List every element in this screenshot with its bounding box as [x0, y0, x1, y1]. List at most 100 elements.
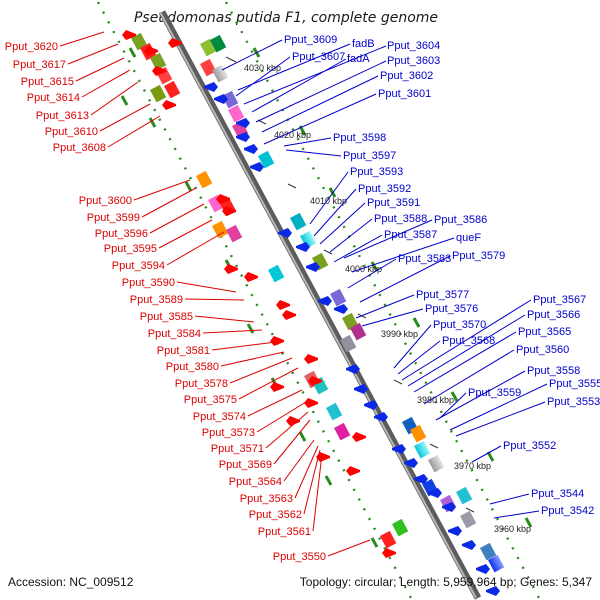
gene-label[interactable]: Pput_3564: [229, 476, 282, 488]
gene-label[interactable]: Pput_3580: [166, 361, 219, 373]
left-gene-labels: Pput_3620 Pput_3617 Pput_3615 Pput_3614 …: [5, 41, 326, 563]
gene-label[interactable]: Pput_3559: [468, 387, 521, 399]
gene-label[interactable]: Pput_3590: [122, 277, 175, 289]
forward-gene-arrow: [270, 336, 284, 346]
gene-label[interactable]: Pput_3610: [45, 126, 98, 138]
gene-label[interactable]: Pput_3588: [374, 213, 427, 225]
leader-line: [81, 69, 131, 98]
gene-label[interactable]: Pput_3608: [53, 142, 106, 154]
forward-gene-arrow: [216, 194, 230, 204]
gene-label[interactable]: Pput_3583: [398, 253, 451, 265]
gene-label[interactable]: Pput_3603: [387, 55, 440, 67]
feature-block: [334, 422, 351, 441]
gene-label[interactable]: Pput_3604: [387, 40, 440, 52]
gc-track: [96, 1, 414, 600]
gene-label[interactable]: Pput_3599: [87, 212, 140, 224]
gene-label[interactable]: Pput_3566: [527, 309, 580, 321]
gene-label[interactable]: Pput_3552: [503, 440, 556, 452]
feature-block: [228, 104, 245, 123]
gene-label[interactable]: Pput_3581: [157, 345, 210, 357]
scale-label: 4010 kbp: [310, 196, 347, 206]
forward-gene-arrow: [244, 272, 258, 282]
gene-label[interactable]: Pput_3561: [258, 526, 311, 538]
gene-label[interactable]: Pput_3560: [516, 344, 569, 356]
feature-block: [311, 252, 329, 271]
right-gene-labels: Pput_3609 fadB Pput_3604 Pput_3607 fadA …: [284, 34, 600, 517]
leader-line: [401, 299, 532, 381]
gene-label[interactable]: Pput_3558: [527, 365, 580, 377]
gene-label[interactable]: Pput_3589: [130, 294, 183, 306]
gene-label[interactable]: Pput_3587: [384, 229, 437, 241]
gene-label[interactable]: Pput_3573: [202, 427, 255, 439]
gene-label[interactable]: Pput_3600: [79, 195, 132, 207]
gene-label[interactable]: Pput_3578: [175, 378, 228, 390]
feature-block: [149, 52, 167, 71]
gene-label[interactable]: Pput_3615: [21, 76, 74, 88]
feature-block: [460, 510, 477, 529]
reverse-gene-arrow: [476, 564, 490, 574]
gene-label[interactable]: Pput_3593: [350, 166, 403, 178]
gene-label[interactable]: Pput_3597: [343, 150, 396, 162]
reverse-gene-arrow: [204, 82, 218, 92]
gene-label[interactable]: Pput_3586: [434, 214, 487, 226]
gene-label[interactable]: Pput_3567: [533, 294, 586, 306]
gene-label[interactable]: Pput_3609: [284, 34, 337, 46]
leader-line: [343, 219, 433, 259]
gene-label[interactable]: Pput_3595: [104, 243, 157, 255]
gene-label[interactable]: Pput_3544: [531, 488, 584, 500]
gene-label[interactable]: Pput_3555: [549, 378, 600, 390]
gene-label[interactable]: Pput_3562: [249, 509, 302, 521]
gene-label[interactable]: Pput_3568: [442, 335, 495, 347]
feature-block: [211, 64, 229, 83]
gene-label[interactable]: Pput_3596: [95, 228, 148, 240]
genome-summary-text: Topology: circular; Length: 5,959,964 bp…: [300, 575, 593, 589]
scale-label: 4030 kbp: [244, 63, 281, 73]
gene-label[interactable]: Pput_3575: [184, 394, 237, 406]
forward-gene-arrow: [122, 30, 136, 40]
feature-block: [164, 80, 181, 99]
gene-label[interactable]: Pput_3579: [452, 250, 505, 262]
gene-label[interactable]: Pput_3620: [5, 41, 58, 53]
gene-label[interactable]: Pput_3591: [367, 197, 420, 209]
leader-line: [261, 75, 379, 133]
gene-label[interactable]: Pput_3570: [433, 319, 486, 331]
feature-block: [268, 264, 285, 283]
forward-gene-arrow: [144, 46, 158, 56]
gene-label[interactable]: Pput_3613: [36, 110, 89, 122]
feature-block: [208, 194, 225, 213]
forward-gene-arrow: [346, 466, 360, 476]
feature-block: [330, 288, 347, 307]
leader-line: [359, 255, 451, 303]
gene-label[interactable]: Pput_3574: [193, 411, 246, 423]
gene-label[interactable]: Pput_3601: [378, 88, 431, 100]
gene-label[interactable]: Pput_3598: [333, 132, 386, 144]
accession-text: Accession: NC_009512: [8, 575, 134, 589]
gene-label[interactable]: Pput_3585: [140, 311, 193, 323]
gene-label[interactable]: fadB: [352, 38, 375, 50]
leader-line: [294, 445, 319, 499]
leader-line: [361, 308, 424, 327]
gene-label[interactable]: Pput_3617: [13, 59, 66, 71]
gene-label[interactable]: Pput_3569: [219, 459, 272, 471]
gene-label[interactable]: Pput_3571: [211, 443, 264, 455]
reverse-gene-arrow: [214, 94, 228, 104]
gc-mark: [148, 117, 157, 128]
gene-label[interactable]: fadA: [347, 53, 370, 65]
feature-block: [488, 554, 505, 573]
gene-label[interactable]: Pput_3602: [380, 70, 433, 82]
gene-label[interactable]: Pput_3563: [240, 493, 293, 505]
gene-label[interactable]: Pput_3592: [358, 183, 411, 195]
gene-label[interactable]: Pput_3577: [416, 289, 469, 301]
gene-label[interactable]: Pput_3553: [547, 396, 600, 408]
gene-label[interactable]: Pput_3607: [292, 51, 345, 63]
gene-label[interactable]: Pput_3565: [518, 326, 571, 338]
gene-label[interactable]: Pput_3614: [27, 92, 80, 104]
gene-label[interactable]: Pput_3584: [148, 328, 201, 340]
gene-label[interactable]: Pput_3550: [273, 551, 326, 563]
leader-line: [397, 340, 441, 375]
gene-label[interactable]: Pput_3542: [541, 505, 594, 517]
gene-label[interactable]: Pput_3576: [425, 303, 478, 315]
gene-label[interactable]: queF: [456, 232, 481, 244]
gene-label[interactable]: Pput_3594: [112, 260, 165, 272]
